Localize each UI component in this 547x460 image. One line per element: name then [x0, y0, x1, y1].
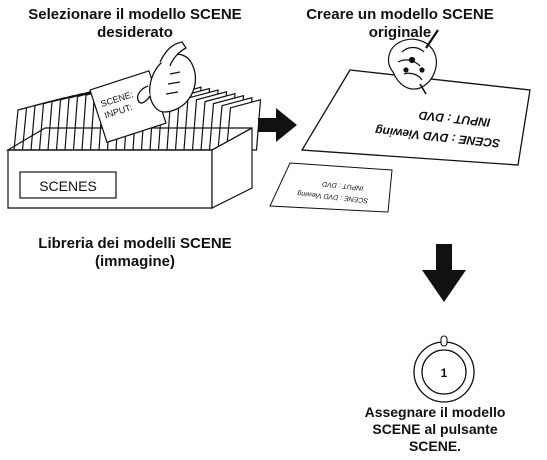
caption-create-model: Creare un modello SCENE originale [306, 6, 494, 41]
caption-assign: Assegnare il modello SCENE al pulsante S… [364, 404, 506, 454]
big-scene-card: INPUT : DVD SCENE : DVD Viewing [300, 69, 531, 166]
down-arrow-icon [422, 244, 466, 302]
small-scene-card: INPUT : DVD SCENE : DVD Viewing [269, 162, 393, 213]
writing-hand-icon [387, 29, 439, 95]
caption-library: Libreria dei modelli SCENE (immagine) [38, 235, 232, 270]
box-label: SCENES [39, 178, 97, 194]
right-arrow-icon [258, 108, 297, 142]
small-card-input: INPUT : DVD [322, 180, 364, 191]
scene-button-number: 1 [441, 366, 448, 380]
hand-icon [136, 41, 197, 113]
caption-select-model: Selezionare il modello SCENE desiderato [28, 6, 242, 41]
scene-button: 1 [413, 335, 475, 403]
